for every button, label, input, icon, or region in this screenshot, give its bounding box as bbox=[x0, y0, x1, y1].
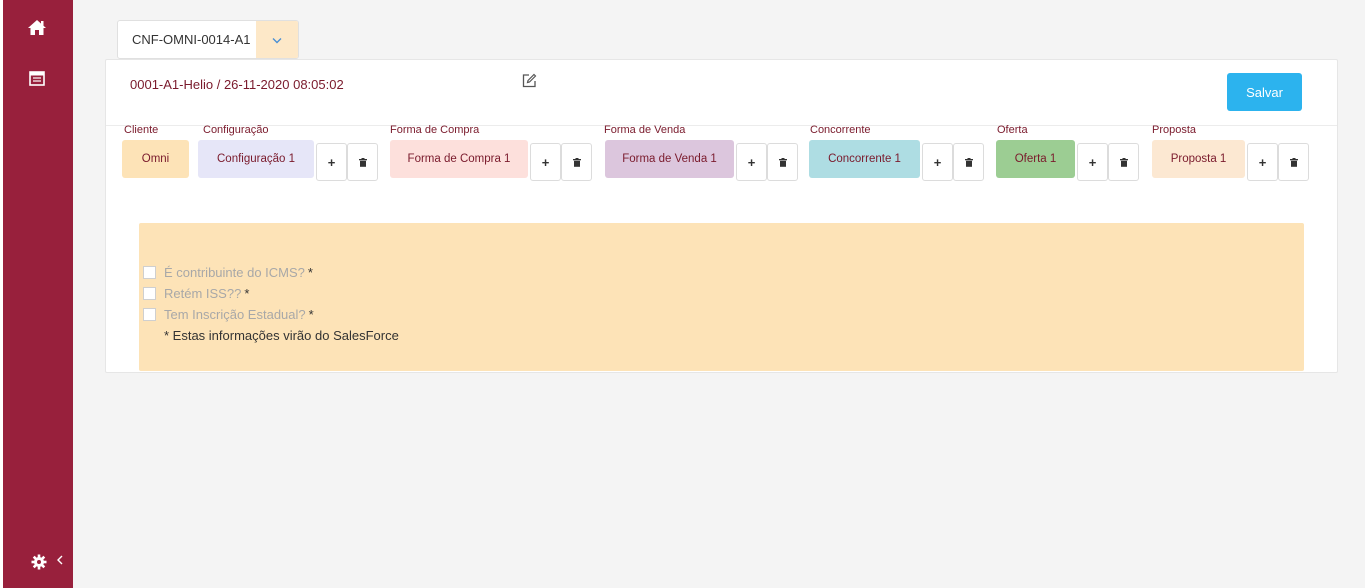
proposta-chip[interactable]: Proposta 1 bbox=[1152, 140, 1245, 178]
cliente-label: Cliente bbox=[124, 124, 159, 136]
inscricao-checkbox[interactable] bbox=[143, 307, 156, 321]
iss-checkbox[interactable] bbox=[143, 286, 156, 300]
main-card: 0001-A1-Helio / 26-11-2020 08:05:02 Salv… bbox=[105, 59, 1338, 373]
chevron-down-icon bbox=[272, 31, 282, 49]
icms-option[interactable]: É contribuinte do ICMS? * bbox=[143, 264, 313, 280]
record-selector-value: CNF-OMNI-0014-A1 bbox=[132, 32, 251, 47]
delete-oferta-button[interactable] bbox=[1108, 143, 1139, 181]
delete-forma-compra-button[interactable] bbox=[561, 143, 592, 181]
chevron-left-icon[interactable] bbox=[56, 554, 64, 569]
delete-forma-venda-button[interactable] bbox=[767, 143, 798, 181]
iss-label: Retém ISS?? bbox=[164, 285, 242, 301]
tax-info-box: É contribuinte do ICMS? * Retém ISS?? * … bbox=[139, 223, 1304, 371]
trash-icon bbox=[1289, 155, 1298, 170]
oferta-label: Oferta bbox=[997, 124, 1028, 136]
plus-label: + bbox=[541, 154, 550, 170]
selector-toggle-button[interactable] bbox=[256, 21, 298, 58]
trash-icon bbox=[1119, 155, 1128, 170]
required-marker: * bbox=[308, 306, 314, 322]
concorrente-chip[interactable]: Concorrente 1 bbox=[809, 140, 920, 178]
add-forma-venda-button[interactable]: + bbox=[736, 143, 767, 181]
concorrente-label: Concorrente bbox=[810, 124, 871, 136]
add-configuracao-button[interactable]: + bbox=[316, 143, 347, 181]
add-oferta-button[interactable]: + bbox=[1077, 143, 1108, 181]
trash-icon bbox=[358, 155, 367, 170]
salesforce-note: * Estas informações virão do SalesForce bbox=[164, 328, 399, 343]
delete-configuracao-button[interactable] bbox=[347, 143, 378, 181]
calendar-icon[interactable] bbox=[26, 67, 48, 89]
icms-checkbox[interactable] bbox=[143, 265, 156, 279]
add-concorrente-button[interactable]: + bbox=[922, 143, 953, 181]
configuracao-chip[interactable]: Configuração 1 bbox=[198, 140, 314, 178]
sidebar-edge bbox=[0, 0, 3, 588]
record-selector[interactable]: CNF-OMNI-0014-A1 bbox=[117, 20, 299, 59]
iss-option[interactable]: Retém ISS?? * bbox=[143, 285, 249, 301]
icms-label: É contribuinte do ICMS? bbox=[164, 264, 305, 280]
proposta-label: Proposta bbox=[1152, 124, 1197, 136]
inscricao-option[interactable]: Tem Inscrição Estadual? * bbox=[143, 306, 314, 322]
save-button[interactable]: Salvar bbox=[1227, 73, 1302, 111]
forma-venda-chip[interactable]: Forma de Venda 1 bbox=[605, 140, 734, 178]
inscricao-label: Tem Inscrição Estadual? bbox=[164, 306, 306, 322]
trash-icon bbox=[964, 155, 973, 170]
forma-compra-chip[interactable]: Forma de Compra 1 bbox=[390, 140, 528, 178]
edit-icon[interactable] bbox=[522, 73, 538, 89]
forma-venda-label: Forma de Venda bbox=[604, 124, 686, 136]
oferta-chip[interactable]: Oferta 1 bbox=[996, 140, 1075, 178]
plus-label: + bbox=[1258, 154, 1267, 170]
required-marker: * bbox=[307, 264, 313, 280]
trash-icon bbox=[572, 155, 581, 170]
gear-icon[interactable] bbox=[28, 551, 50, 573]
add-forma-compra-button[interactable]: + bbox=[530, 143, 561, 181]
sidebar bbox=[0, 0, 73, 588]
delete-concorrente-button[interactable] bbox=[953, 143, 984, 181]
delete-proposta-button[interactable] bbox=[1278, 143, 1309, 181]
record-title: 0001-A1-Helio / 26-11-2020 08:05:02 bbox=[130, 77, 344, 92]
trash-icon bbox=[778, 155, 787, 170]
add-proposta-button[interactable]: + bbox=[1247, 143, 1278, 181]
home-icon[interactable] bbox=[26, 16, 48, 38]
header-divider bbox=[106, 125, 1337, 126]
configuracao-label: Configuração bbox=[203, 124, 269, 136]
plus-label: + bbox=[933, 154, 942, 170]
plus-label: + bbox=[747, 154, 756, 170]
plus-label: + bbox=[327, 154, 336, 170]
forma-compra-label: Forma de Compra bbox=[390, 124, 480, 136]
plus-label: + bbox=[1088, 154, 1097, 170]
cliente-chip[interactable]: Omni bbox=[122, 140, 189, 178]
required-marker: * bbox=[244, 285, 250, 301]
